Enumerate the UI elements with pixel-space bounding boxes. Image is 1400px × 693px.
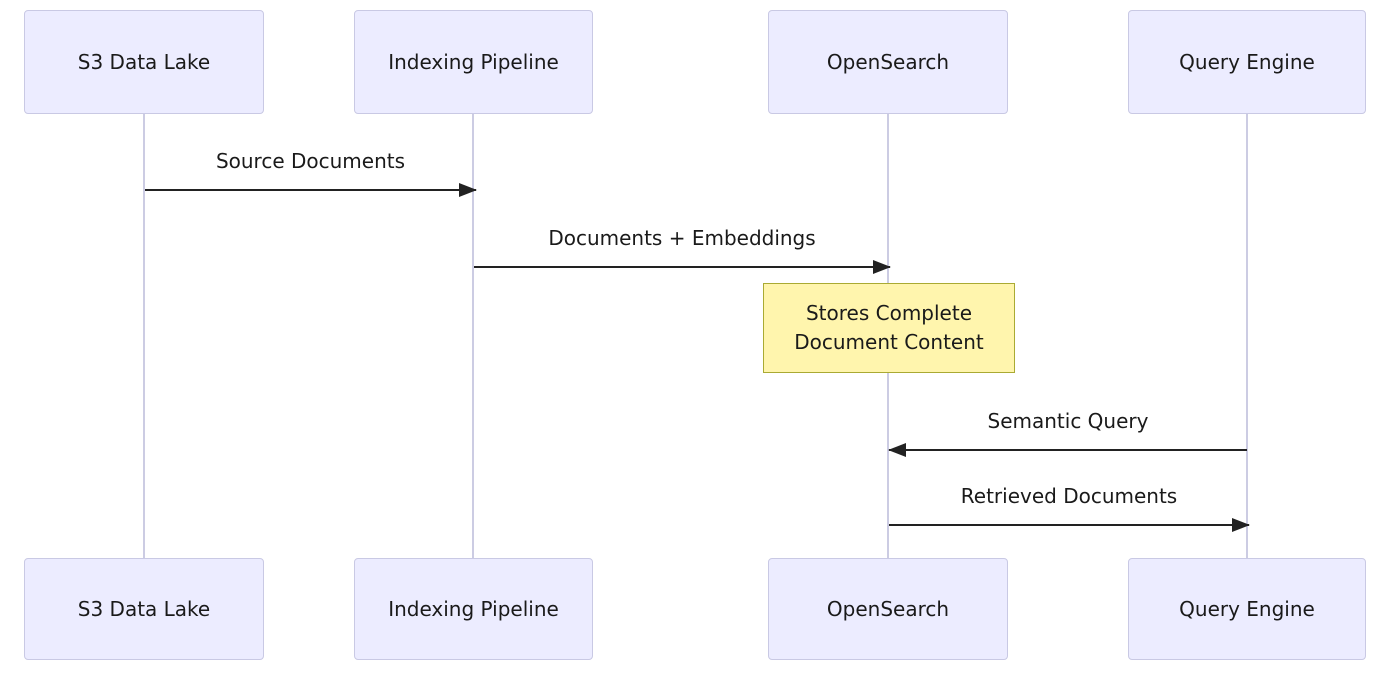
actor-box-top-s3-data-lake: S3 Data Lake xyxy=(24,10,264,114)
message-label: Semantic Query xyxy=(987,409,1149,433)
actor-label: S3 Data Lake xyxy=(77,597,211,621)
message-semantic-query: Semantic Query xyxy=(888,408,1247,457)
arrowhead-left-icon xyxy=(888,443,906,457)
actor-label: OpenSearch xyxy=(826,50,950,74)
arrowhead-right-icon xyxy=(873,260,891,274)
actor-label: Query Engine xyxy=(1179,597,1315,621)
actor-label: OpenSearch xyxy=(826,597,950,621)
actor-box-bottom-indexing-pipeline: Indexing Pipeline xyxy=(354,558,593,660)
note-stores-complete-document-content: Stores Complete Document Content xyxy=(763,283,1015,373)
message-retrieved-documents: Retrieved Documents xyxy=(889,483,1250,532)
actor-box-bottom-query-engine: Query Engine xyxy=(1128,558,1366,660)
actor-label: Indexing Pipeline xyxy=(388,50,559,74)
arrowhead-right-icon xyxy=(459,183,477,197)
lifeline-query-engine xyxy=(1246,114,1248,558)
arrowhead-right-icon xyxy=(1232,518,1250,532)
actor-label: Indexing Pipeline xyxy=(388,597,559,621)
message-arrow xyxy=(889,518,1250,532)
lifeline-indexing-pipeline xyxy=(472,114,474,558)
lifeline-s3-data-lake xyxy=(143,114,145,558)
actor-box-bottom-s3-data-lake: S3 Data Lake xyxy=(24,558,264,660)
actor-box-top-indexing-pipeline: Indexing Pipeline xyxy=(354,10,593,114)
actor-box-top-query-engine: Query Engine xyxy=(1128,10,1366,114)
message-label: Retrieved Documents xyxy=(960,484,1178,508)
note-text: Stores Complete Document Content xyxy=(794,301,984,354)
message-source-documents: Source Documents xyxy=(145,148,477,197)
message-label: Documents + Embeddings xyxy=(548,226,816,250)
message-documents-embeddings: Documents + Embeddings xyxy=(474,225,891,274)
actor-box-top-opensearch: OpenSearch xyxy=(768,10,1008,114)
actor-label: S3 Data Lake xyxy=(77,50,211,74)
message-arrow xyxy=(888,443,1247,457)
actor-box-bottom-opensearch: OpenSearch xyxy=(768,558,1008,660)
message-label: Source Documents xyxy=(215,149,406,173)
message-arrow xyxy=(145,183,477,197)
actor-label: Query Engine xyxy=(1179,50,1315,74)
message-arrow xyxy=(474,260,891,274)
